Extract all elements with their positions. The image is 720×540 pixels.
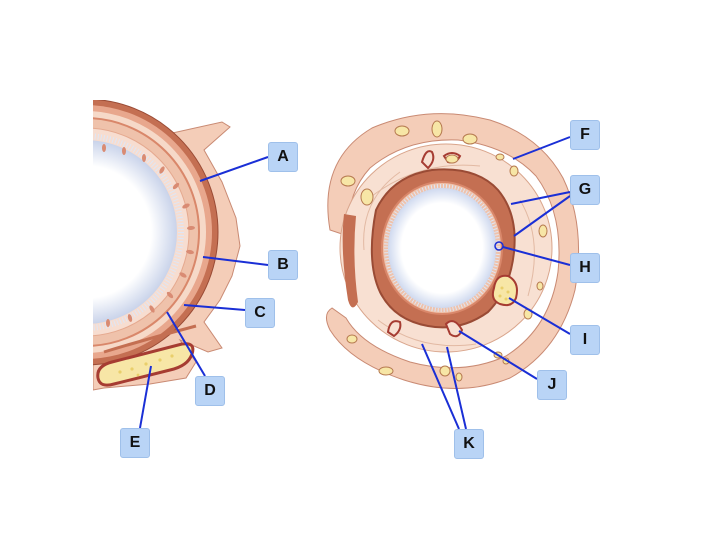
right-lumen <box>388 188 496 308</box>
leader-line-k1 <box>421 343 460 430</box>
leader-lines <box>139 136 571 430</box>
leader-line-g2 <box>513 195 571 237</box>
leader-line-a <box>199 156 269 182</box>
leader-line-j <box>458 330 538 380</box>
leader-line-c <box>183 304 246 311</box>
right-bronchus-section <box>326 113 580 390</box>
leader-line-d <box>166 311 206 377</box>
label-c[interactable]: C <box>245 298 275 328</box>
label-a[interactable]: A <box>268 142 298 172</box>
left-epithelial-nuclei <box>102 144 195 327</box>
leader-line-e <box>139 365 152 429</box>
label-b[interactable]: B <box>268 250 298 280</box>
right-submucosal-gland <box>491 274 518 307</box>
label-d[interactable]: D <box>195 376 225 406</box>
label-i[interactable]: I <box>570 325 600 355</box>
label-k[interactable]: K <box>454 429 484 459</box>
left-bronchiole-section <box>93 100 241 391</box>
right-marker-circle <box>494 241 504 251</box>
label-e[interactable]: E <box>120 428 150 458</box>
leader-line-b <box>202 256 269 266</box>
leader-line-h <box>502 246 571 266</box>
right-smooth-muscle <box>342 214 358 308</box>
label-j[interactable]: J <box>537 370 567 400</box>
label-g[interactable]: G <box>570 175 600 205</box>
leader-line-i <box>508 297 571 335</box>
right-glands <box>340 120 548 382</box>
label-h[interactable]: H <box>570 253 600 283</box>
leader-line-k2 <box>446 346 467 430</box>
left-lumen <box>93 140 177 324</box>
leader-line-f <box>512 136 571 160</box>
label-f[interactable]: F <box>570 120 600 150</box>
leader-line-g1 <box>510 191 571 205</box>
